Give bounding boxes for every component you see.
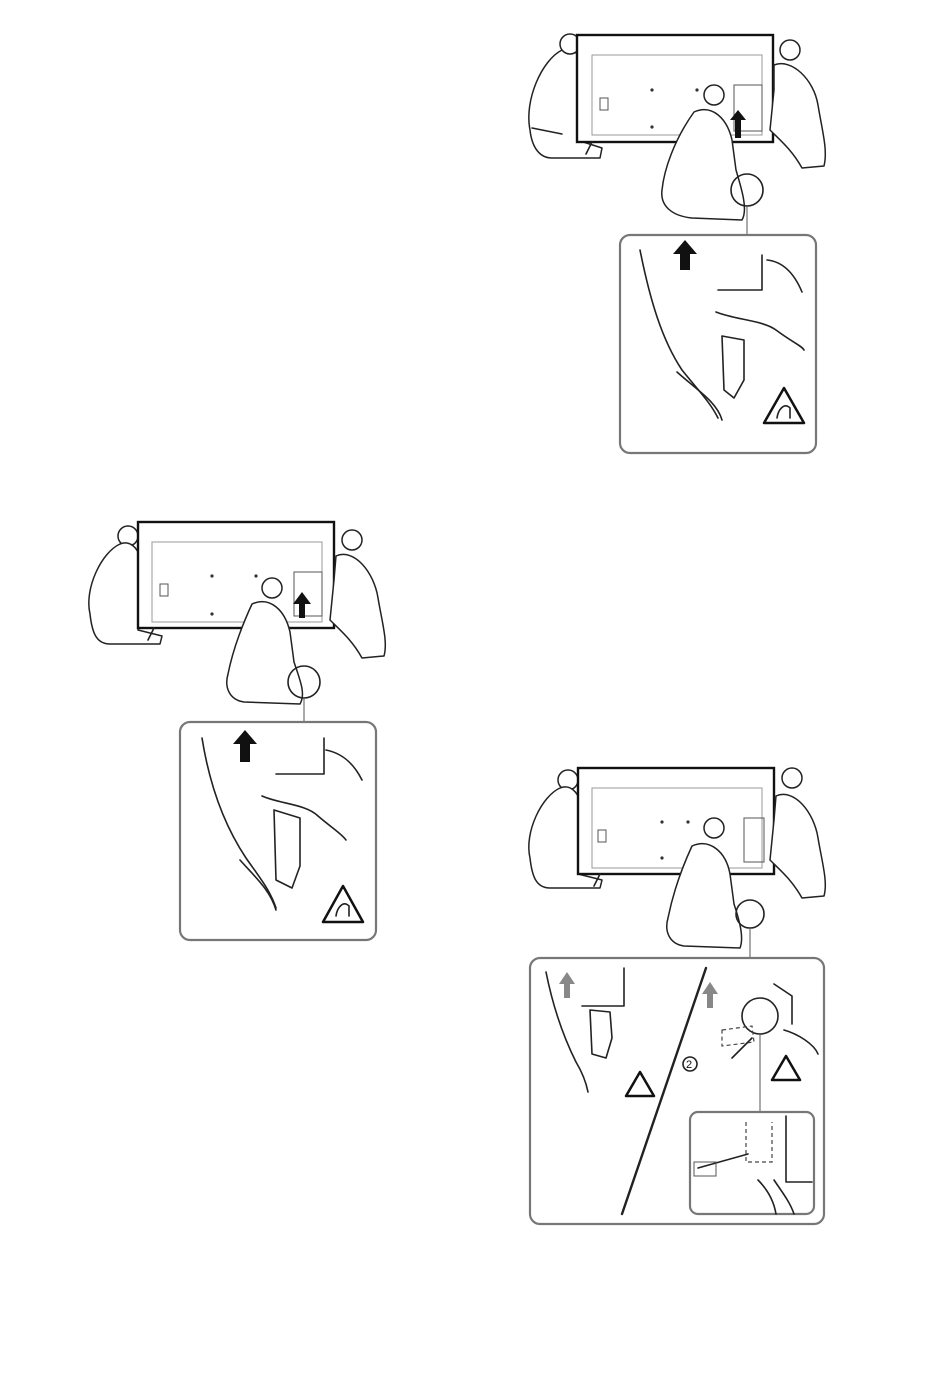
tv-panel (578, 768, 774, 886)
figure-remove-stand-screw: 2 (522, 762, 832, 1232)
figure-remove-stand-front (522, 30, 832, 460)
zoom-circle (736, 900, 764, 928)
figure-remove-stand-front-drawing (522, 30, 832, 460)
person-right (770, 768, 825, 898)
step-2-label: 2 (686, 1059, 692, 1071)
figure-remove-stand-rear (80, 518, 390, 948)
person-right (770, 40, 825, 168)
tv-panel (577, 35, 773, 154)
figure-remove-stand-screw-drawing: 2 (522, 762, 832, 1232)
tv-panel (138, 522, 334, 640)
screw-detail-frame (690, 1112, 814, 1214)
figure-remove-stand-rear-drawing (80, 518, 390, 948)
person-right (330, 530, 385, 658)
